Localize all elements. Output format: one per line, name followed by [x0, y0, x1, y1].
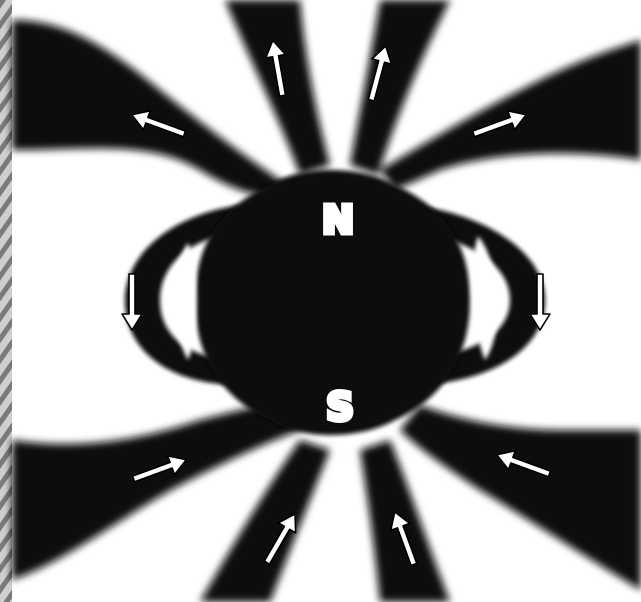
svg-text:N: N: [322, 198, 354, 242]
svg-text:S: S: [326, 385, 353, 429]
south-pole-label: S S: [326, 385, 353, 429]
north-pole-label: N N: [322, 198, 354, 242]
left-edge-strip: [0, 0, 12, 602]
